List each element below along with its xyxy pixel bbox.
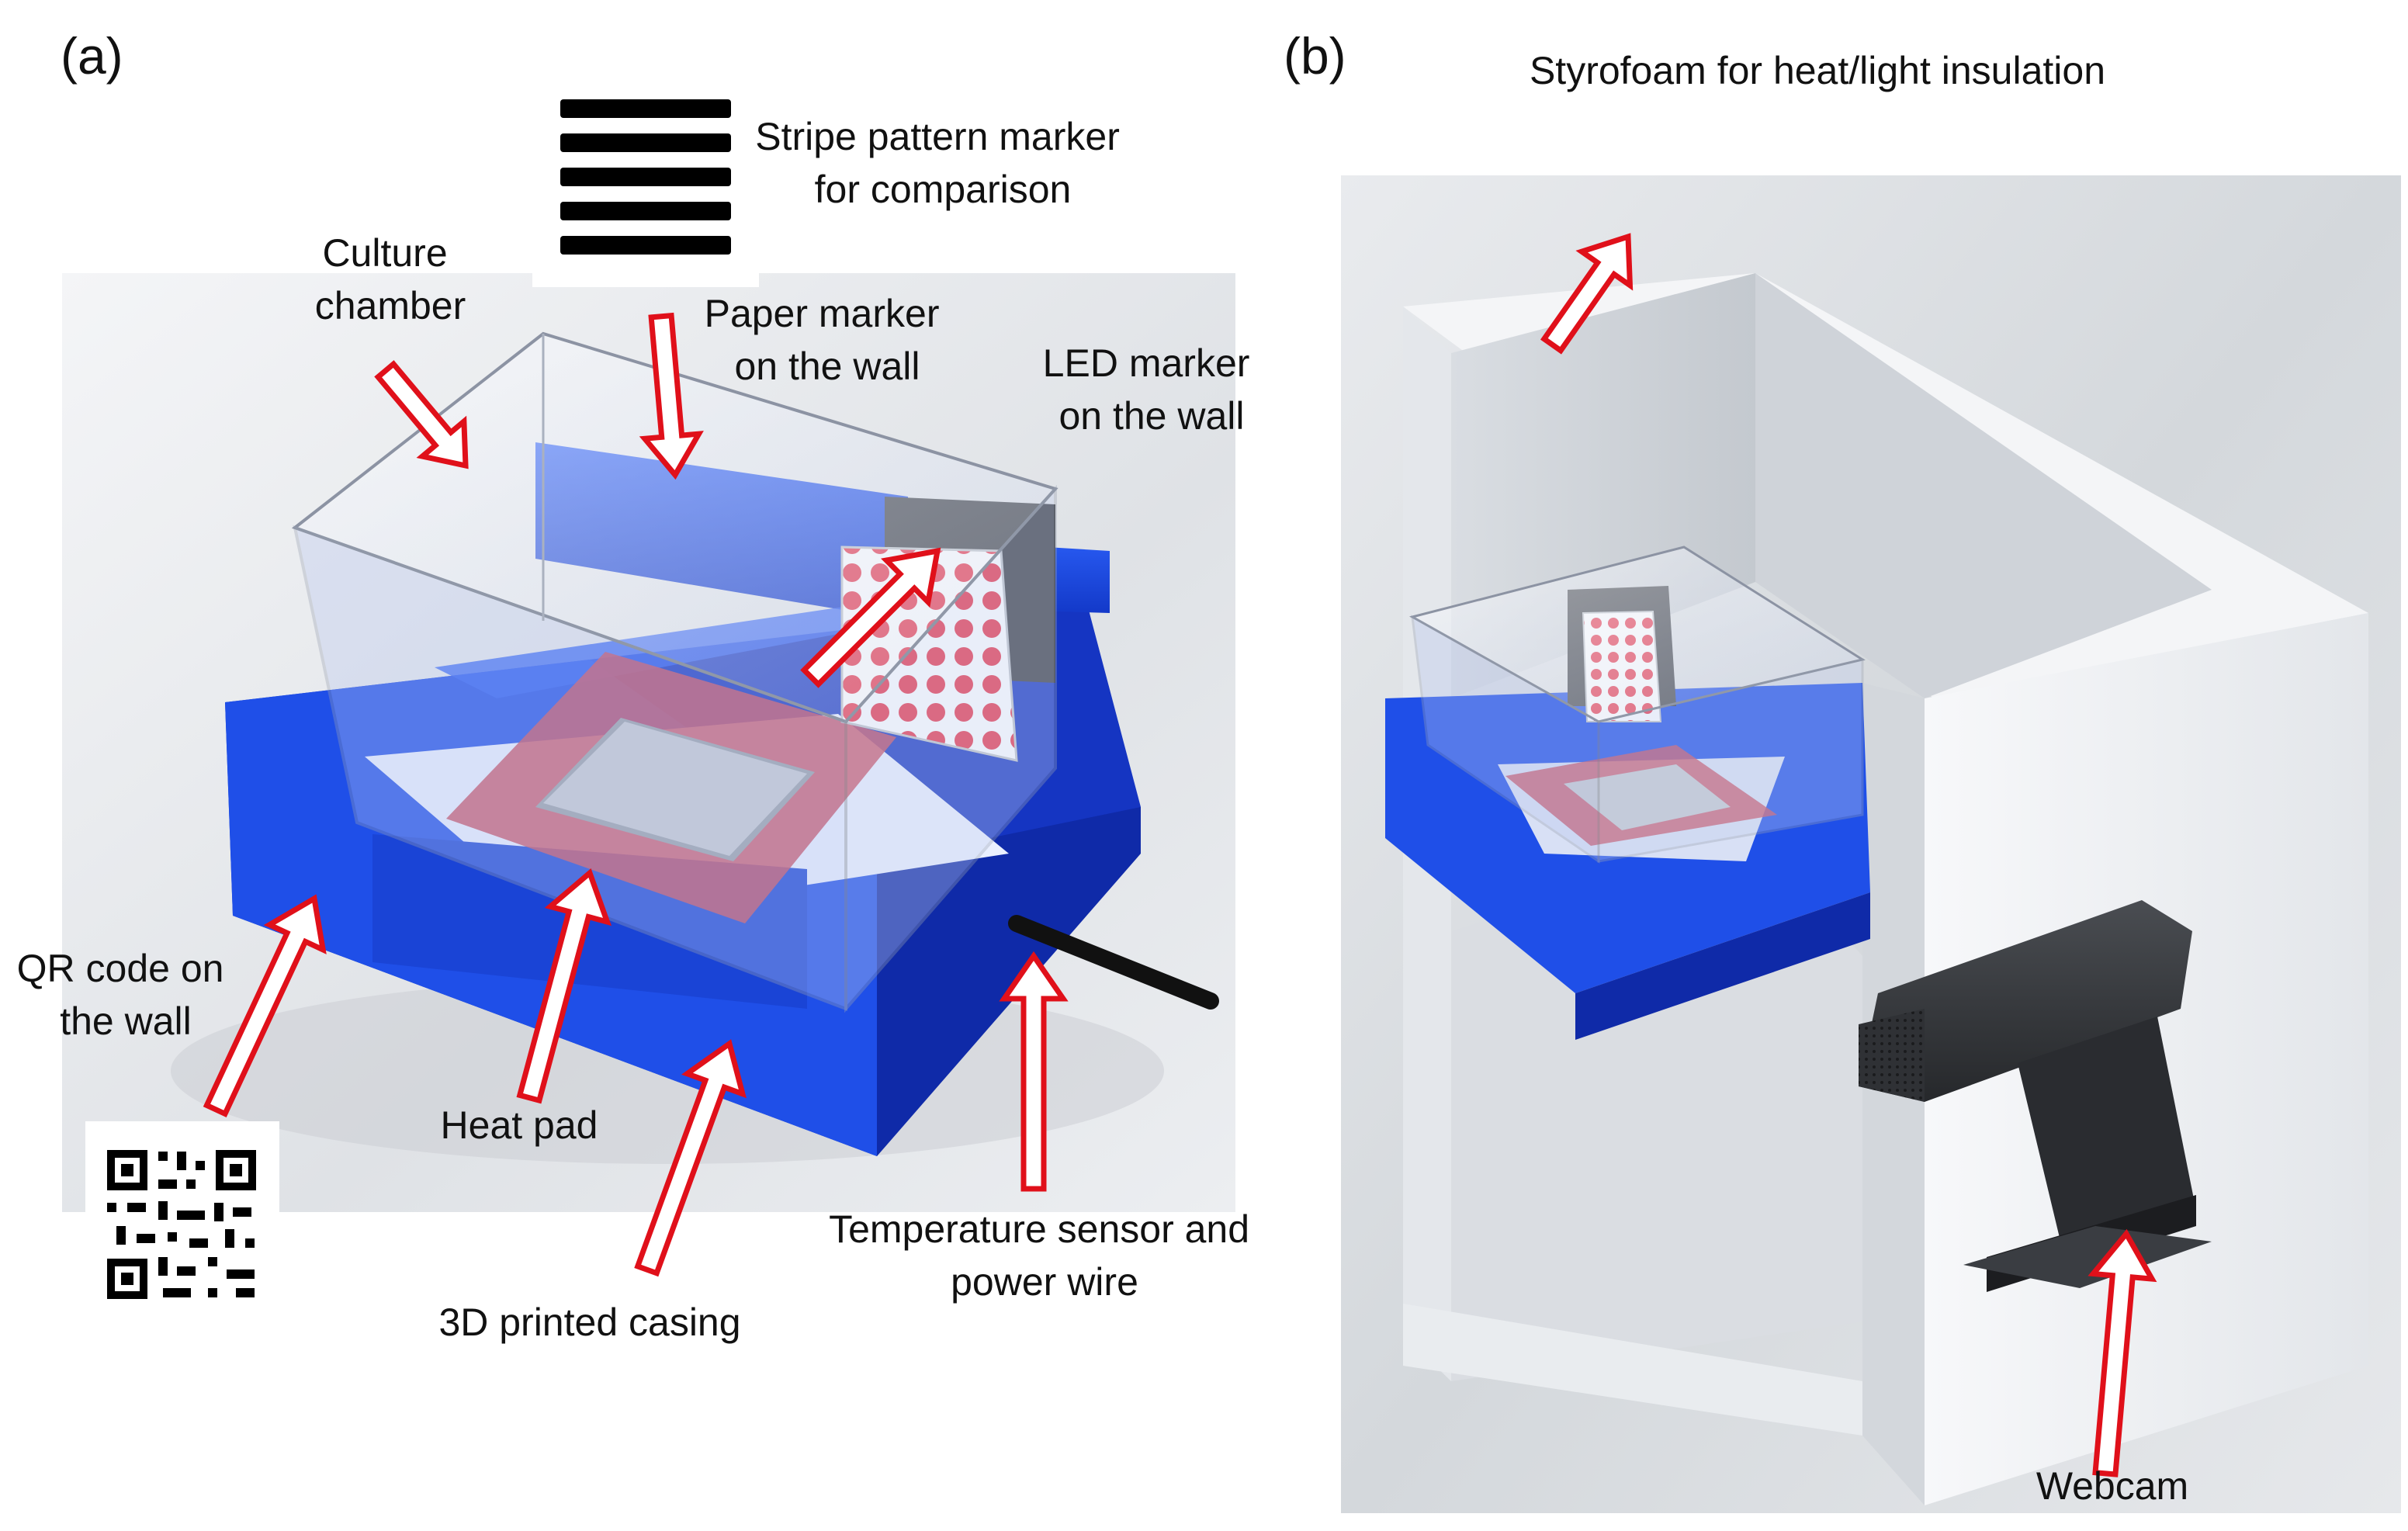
arrow-styrofoam <box>1540 233 1634 355</box>
stripe-pattern-marker <box>532 87 759 287</box>
label-qr-code: QR code on the wall <box>17 947 235 1043</box>
arrow-temperature-sensor <box>999 951 1069 1192</box>
label-styrofoam-line1: Styrofoam for heat/light insulation <box>1530 49 2105 92</box>
arrow-casing <box>634 1039 747 1277</box>
label-paper-marker-line2: on the wall <box>734 345 920 388</box>
label-culture-chamber-line2: chamber <box>315 284 466 327</box>
mini-culture-device <box>1385 546 1870 1040</box>
label-qr-code-line1: QR code on <box>17 947 224 990</box>
arrows-panel-a <box>203 312 1069 1277</box>
arrow-webcam <box>2088 1228 2157 1477</box>
panel-label-a: (a) <box>61 27 123 85</box>
label-led-marker-line2: on the wall <box>1058 394 1244 438</box>
label-casing-line1: 3D printed casing <box>438 1301 740 1344</box>
label-qr-code-line2: the wall <box>60 999 192 1043</box>
arrow-heat-pad <box>516 868 612 1104</box>
label-temp-sensor-line2: power wire <box>951 1260 1138 1304</box>
label-led-marker-line1: LED marker <box>1043 341 1250 385</box>
label-stripe-marker-line1: Stripe pattern marker <box>755 115 1120 158</box>
panel-b: (b) Styrofoam for heat/light insulation … <box>1284 27 2401 1513</box>
label-webcam-line1: Webcam <box>2036 1464 2188 1508</box>
heat-pad <box>446 652 896 923</box>
label-heat-pad-line1: Heat pad <box>441 1103 598 1147</box>
panel-a: (a) Stripe pattern marker for comparison… <box>17 27 1261 1344</box>
label-styrofoam: Styrofoam for heat/light insulation <box>1530 49 2105 92</box>
qr-code <box>85 1121 279 1311</box>
arrow-culture-chamber <box>374 360 469 469</box>
arrow-paper-marker <box>639 312 704 480</box>
label-casing: 3D printed casing <box>438 1301 740 1344</box>
label-heat-pad: Heat pad <box>441 1103 598 1147</box>
label-culture-chamber: Culture chamber <box>315 231 466 327</box>
label-webcam: Webcam <box>2036 1464 2188 1508</box>
label-led-marker: LED marker on the wall <box>1043 341 1261 438</box>
arrows-panel-b <box>1540 233 2157 1477</box>
label-temp-sensor: Temperature sensor and power wire <box>829 1207 1260 1304</box>
label-stripe-marker: Stripe pattern marker for comparison <box>755 115 1131 211</box>
webcam <box>1859 900 2212 1292</box>
temperature-sensor-wire <box>1008 915 1219 1010</box>
label-temp-sensor-line1: Temperature sensor and <box>829 1207 1249 1251</box>
label-stripe-marker-line2: for comparison <box>815 168 1072 211</box>
panel-label-b: (b) <box>1284 27 1346 85</box>
arrow-led-marker <box>800 547 941 688</box>
label-culture-chamber-line1: Culture <box>322 231 447 275</box>
label-paper-marker: Paper marker on the wall <box>705 292 951 388</box>
arrow-qr-code <box>203 894 327 1118</box>
label-paper-marker-line1: Paper marker <box>705 292 940 335</box>
